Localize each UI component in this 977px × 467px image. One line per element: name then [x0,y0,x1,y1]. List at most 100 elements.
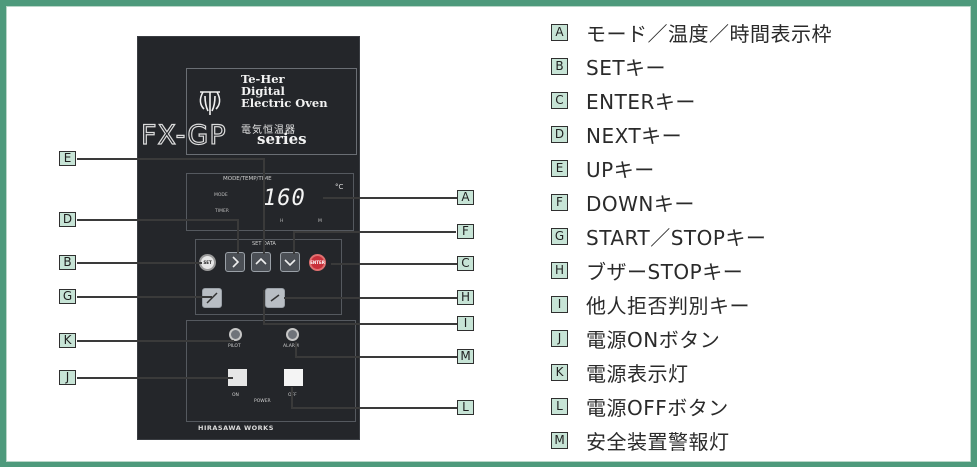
legend-key: J [551,329,568,347]
legend-key: G [551,227,568,245]
callout-j: J [59,370,76,385]
alarm-lamp-label: ALARM [283,344,299,349]
chevron-down-icon [284,259,296,267]
brand-line-2: Digital [241,84,285,98]
leader-line-d-drop [237,219,239,254]
callout-i: I [457,316,474,331]
leader-line-k [77,340,234,342]
pilot-lamp-label: PILOT [228,344,241,349]
legend-item: M 安全装置警報灯 [551,423,971,457]
leader-line-f-drop [293,231,295,254]
callout-a: A [457,190,474,205]
inner-frame [6,6,971,462]
legend-key: A [551,23,568,41]
brand-line-3: Electric Oven [241,96,328,110]
leader-line-l-rise [291,387,293,408]
brand-line-1: Te-Her [241,72,285,86]
legend-item: A モード／温度／時間表示枠 [551,15,971,49]
leader-line-j [77,377,233,379]
enter-key-label: ENTER [310,260,325,265]
set-key-label: SET [203,260,212,265]
start-stop-key[interactable] [202,288,222,308]
leader-line-d [77,219,238,221]
legend-label: 他人拒否判別キー [586,293,750,318]
brand-name: Te-Her Digital Electric Oven [241,73,328,109]
power-on-label: ON [232,393,239,398]
chevron-right-icon [232,256,240,268]
pilot-lamp [229,328,242,341]
oven-control-panel: Te-Her Digital Electric Oven 電気恒温器 FX-GP… [137,36,360,440]
display-unit: °C [335,183,344,191]
legend-key: D [551,125,568,143]
display-mode-label: MODE [214,193,228,198]
brand-box: Te-Her Digital Electric Oven 電気恒温器 [186,68,357,155]
callout-e: E [59,151,76,166]
leader-line-e [77,158,264,160]
display-hour-label: H [280,219,284,224]
callout-f: F [457,224,474,239]
start-stop-icon [206,292,218,304]
leader-line-h [284,297,457,299]
buzzer-stop-key[interactable] [265,288,285,308]
display-header: MODE/TEMP/TIME [223,176,272,182]
maker-name: HIRASAWA WORKS [198,424,274,432]
leader-line-g [77,296,212,298]
leader-line-f [293,231,456,233]
legend-item: K 電源表示灯 [551,355,971,389]
legend-item: C ENTERキー [551,83,971,117]
legend-label: 電源表示灯 [586,361,689,386]
buzzer-stop-icon [270,294,280,302]
leader-line-i [263,323,457,325]
power-label: POWER [254,399,271,404]
legend-label: ブザーSTOPキー [586,259,744,284]
legend-key: C [551,91,568,109]
next-key[interactable] [225,252,245,272]
enter-key[interactable]: ENTER [309,254,326,271]
legend-item: L 電源OFFボタン [551,389,971,423]
legend-label: NEXTキー [586,123,683,148]
legend-key: F [551,193,568,211]
leader-line-i-rise [263,290,265,324]
brand-japanese: 電気恒温器 [241,125,296,136]
legend-key: H [551,261,568,279]
legend-label: 安全装置警報灯 [586,429,730,454]
legend-label: モード／温度／時間表示枠 [586,21,832,46]
leader-line-c [331,263,457,265]
legend-label: ENTERキー [586,89,696,114]
alarm-lamp [286,328,299,341]
model-name: FX-GP [140,120,227,151]
legend-label: UPキー [586,157,655,182]
leader-line-a [323,197,457,199]
legend-key: M [551,431,568,449]
legend-key: I [551,295,568,313]
chevron-up-icon [255,257,267,265]
up-key[interactable] [251,252,271,272]
legend-key: L [551,397,568,415]
leader-line-m-rise [295,342,297,357]
leader-line-m [295,356,457,358]
power-section [186,320,356,422]
callout-h: H [457,290,474,305]
legend-key: K [551,363,568,381]
legend-key: B [551,57,568,75]
power-off-button[interactable] [284,369,303,386]
legend-label: SETキー [586,55,667,80]
display-timer-label: TIMER [215,209,229,214]
down-key[interactable] [280,252,300,272]
callout-b: B [59,255,76,270]
legend-label: DOWNキー [586,191,695,216]
legend-item: D NEXTキー [551,117,971,151]
callout-m: M [457,349,474,364]
callout-c: C [457,256,474,271]
brand-logo-icon [199,91,221,115]
legend-item: H ブザーSTOPキー [551,253,971,287]
callout-k: K [59,333,76,348]
callout-g: G [59,289,76,304]
power-on-button[interactable] [228,369,247,386]
legend-label: 電源OFFボタン [586,395,729,420]
